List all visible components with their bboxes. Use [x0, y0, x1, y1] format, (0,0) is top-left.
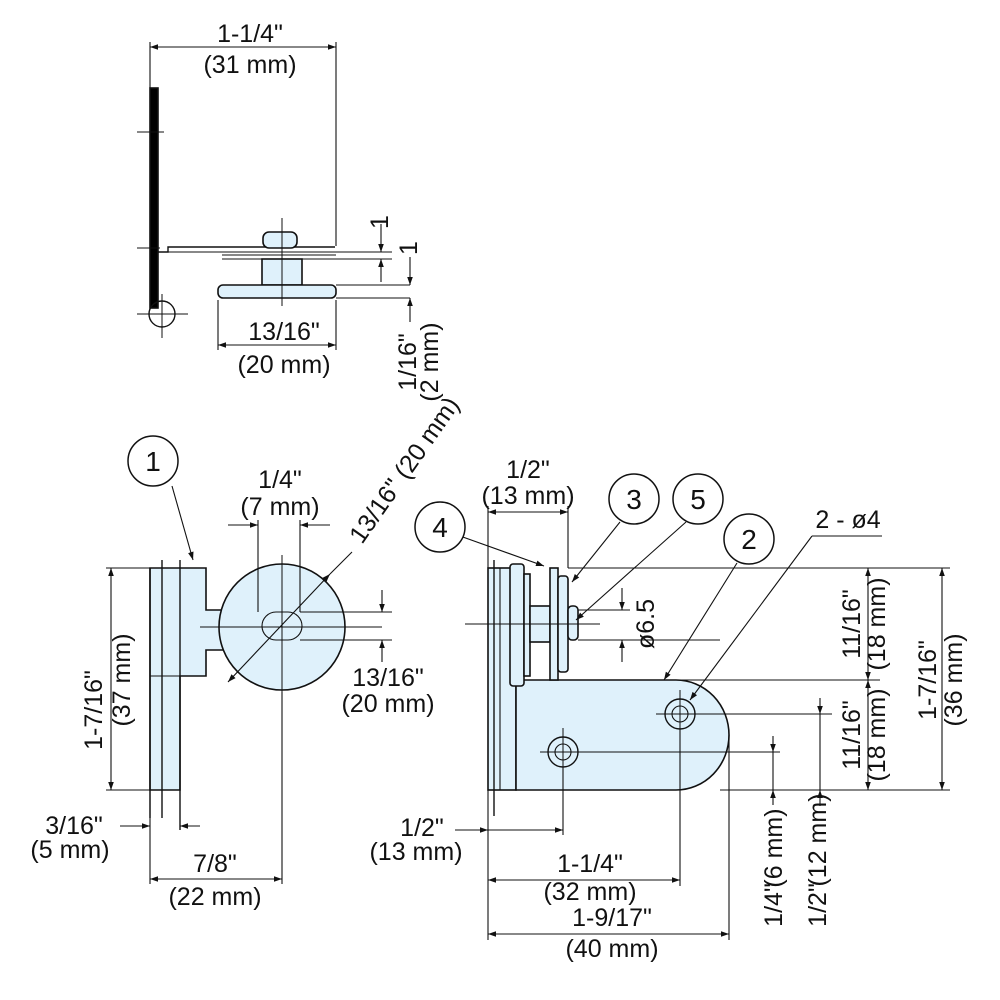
- side-reach-mm: (22 mm): [168, 883, 261, 911]
- callout-1-label: 1: [145, 446, 161, 477]
- front-view: 1/2" (13 mm) ø6.5 11/16" (18 mm) 11/16" …: [369, 456, 968, 963]
- front-pin-diameter: ø6.5: [632, 599, 660, 649]
- top-thick-in: 1/16": [394, 333, 422, 391]
- side-plate-mm: (5 mm): [30, 836, 109, 864]
- side-plate-in: 3/16": [45, 812, 103, 840]
- top-view: 1-1/4" (31 mm) 1 1 13/16" (20 mm) 1/16" …: [137, 20, 444, 402]
- front-total-in: 1-7/16": [914, 640, 942, 720]
- side-slot-in: 1/4": [258, 466, 302, 494]
- side-height-in: 1-7/16": [80, 670, 108, 750]
- front-view-washer-b: [523, 573, 531, 677]
- front-upper-in: 11/16": [838, 589, 866, 659]
- side-offset-in: 13/16": [352, 664, 423, 692]
- top-base-mm: (20 mm): [237, 351, 330, 379]
- callout-2: [723, 513, 775, 565]
- front-hole2-mm: (12 mm): [804, 793, 832, 886]
- front-total-mm: (36 mm): [940, 633, 968, 726]
- front-hole2-in: 1/2": [804, 883, 832, 927]
- front-lower-in: 11/16": [838, 700, 866, 770]
- top-view-leaf: [158, 246, 335, 253]
- side-offset-mm: (20 mm): [341, 690, 434, 718]
- top-view-plate: [149, 87, 159, 309]
- top-thick-mm: (2 mm): [416, 322, 444, 401]
- front-top-in: 1/2": [506, 456, 550, 484]
- front-width-mm: (40 mm): [565, 935, 658, 963]
- callout-5-label: 5: [690, 484, 706, 515]
- front-mid-in: 1-1/4": [557, 850, 623, 878]
- top-gap-b: 1: [395, 241, 423, 255]
- top-gap-a: 1: [366, 215, 394, 229]
- front-hole1-in: 1/4": [760, 883, 788, 927]
- front-width-in: 1-9/17": [572, 904, 652, 932]
- front-top-mm: (13 mm): [481, 482, 574, 510]
- callout-1: [127, 435, 179, 487]
- top-view-base: [217, 284, 337, 299]
- callout-5: [672, 473, 724, 525]
- top-width-in: 1-1/4": [217, 20, 283, 48]
- callout-3-label: 3: [626, 484, 642, 515]
- side-height-mm: (37 mm): [108, 633, 136, 726]
- front-lower-mm: (18 mm): [863, 688, 891, 781]
- front-left-in: 1/2": [400, 814, 444, 842]
- side-slot-mm: (7 mm): [240, 493, 319, 521]
- top-width-mm: (31 mm): [203, 51, 296, 79]
- top-base-in: 13/16": [248, 318, 319, 346]
- side-reach-in: 7/8": [193, 850, 237, 878]
- callout-3: [608, 473, 660, 525]
- front-left-mm: (13 mm): [369, 838, 462, 866]
- callout-2-label: 2: [741, 524, 757, 555]
- top-view-bolt-head: [262, 231, 298, 249]
- front-hole1-mm: (6 mm): [760, 808, 788, 887]
- front-view-leaf: [515, 679, 730, 791]
- front-view-pin: [567, 605, 579, 641]
- callout-4: [414, 501, 466, 553]
- front-view-washer-a: [509, 563, 525, 687]
- callout-4-label: 4: [432, 512, 448, 543]
- front-upper-mm: (18 mm): [863, 577, 891, 670]
- front-mid-mm: (32 mm): [543, 878, 636, 906]
- front-hole-spec: 2 - ø4: [815, 506, 880, 534]
